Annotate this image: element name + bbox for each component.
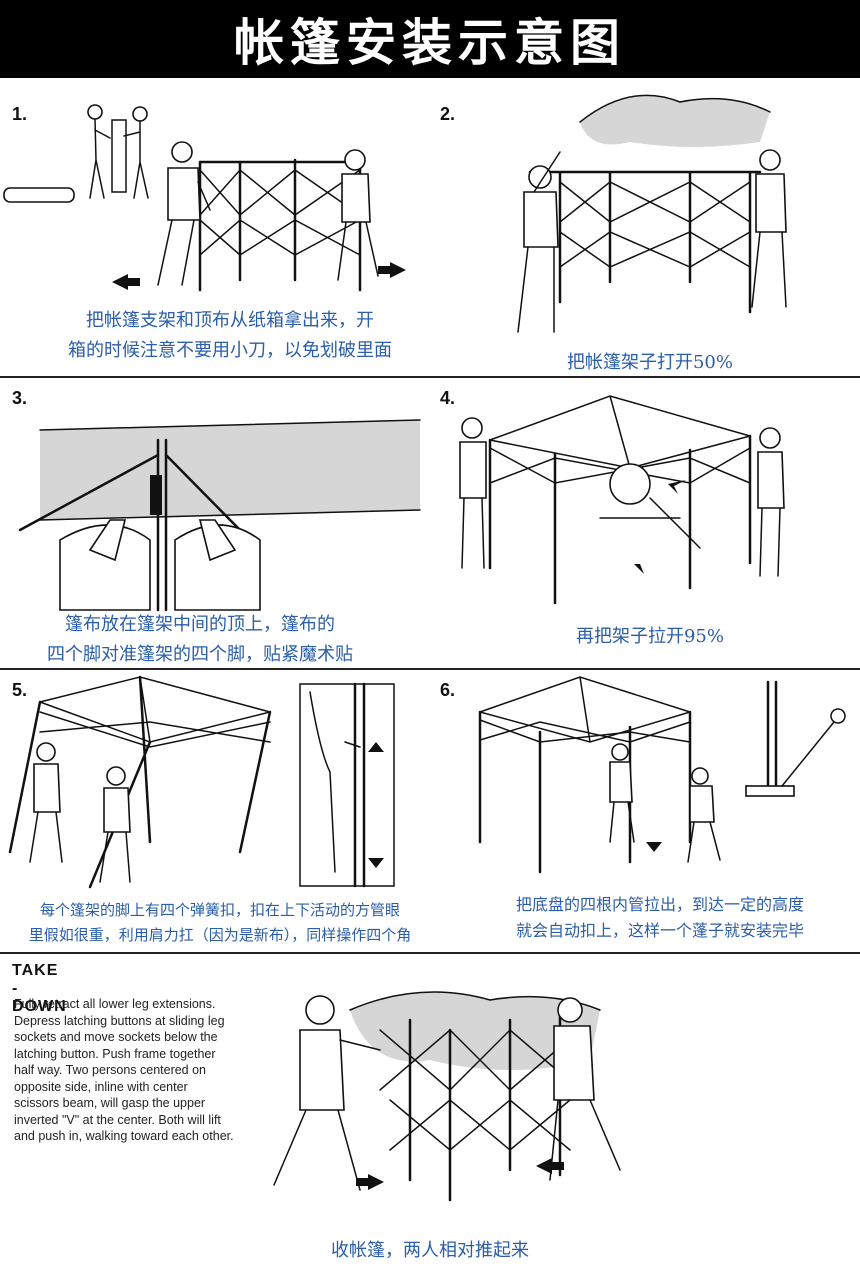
caption-line: 箱的时候注意不要用小刀，以免划破里面 bbox=[68, 339, 392, 361]
step-5-illustration bbox=[8, 675, 395, 889]
step-5-caption: 每个篷架的脚上有四个弹簧扣，扣在上下活动的方管眼 里假如很重，利用肩力扛（因为是… bbox=[0, 898, 440, 948]
caption-line: 篷布放在篷架中间的顶上，篷布的 bbox=[65, 614, 335, 635]
step-4-illustration bbox=[459, 395, 785, 605]
step-number: 6. bbox=[440, 680, 456, 700]
step-3-illustration bbox=[18, 419, 421, 612]
step-1-illustration bbox=[3, 104, 406, 292]
step-3-caption: 篷布放在篷架中间的顶上，篷布的 四个脚对准篷架的四个脚，贴紧魔术贴 bbox=[0, 610, 400, 669]
caption-line: 里假如很重，利用肩力扛（因为是新布），同样操作四个角 bbox=[28, 925, 412, 944]
takedown-title: TAKE - DOWN bbox=[12, 962, 67, 1015]
takedown-caption: 收帐篷，两人相对推起来 bbox=[331, 1240, 529, 1261]
step-6-caption: 把底盘的四根内管拉出，到达一定的高度 就会自动扣上，这样一个蓬子就安装完毕 bbox=[460, 892, 860, 945]
step-4-caption: 再把架子拉开95% bbox=[440, 622, 860, 652]
caption-line: 把帐篷架子打开50% bbox=[566, 352, 733, 373]
step-1-caption: 把帐篷支架和顶布从纸箱拿出来，开 箱的时候注意不要用小刀，以免划破里面 bbox=[20, 306, 440, 365]
divider bbox=[0, 668, 860, 670]
takedown-instructions: Fully retract all lower leg extensions. … bbox=[14, 997, 234, 1143]
step-2-illustration bbox=[517, 94, 787, 333]
step-number: 2. bbox=[440, 104, 456, 124]
caption-line: 四个脚对准篷架的四个脚，贴紧魔术贴 bbox=[47, 643, 353, 665]
step-2-caption: 把帐篷架子打开50% bbox=[440, 348, 860, 378]
caption-line: 就会自动扣上，这样一个蓬子就安装完毕 bbox=[515, 921, 804, 941]
page-title: 帐篷安装示意图 bbox=[234, 14, 626, 72]
step-6-illustration bbox=[478, 676, 846, 874]
caption-line: 把帐篷支架和顶布从纸箱拿出来，开 bbox=[86, 310, 374, 331]
takedown-illustration bbox=[273, 991, 621, 1202]
caption-line: 再把架子拉开95% bbox=[575, 626, 724, 647]
step-number: 4. bbox=[440, 388, 456, 408]
caption-line: 每个篷架的脚上有四个弹簧扣，扣在上下活动的方管眼 bbox=[39, 901, 400, 919]
step-number: 3. bbox=[12, 388, 28, 408]
divider bbox=[0, 376, 860, 378]
step-number: 1. bbox=[12, 104, 28, 124]
caption-line: 把底盘的四根内管拉出，到达一定的高度 bbox=[515, 895, 804, 914]
header-bar: 帐篷安装示意图 bbox=[0, 0, 860, 78]
divider bbox=[0, 952, 860, 954]
step-number: 5. bbox=[12, 680, 28, 700]
